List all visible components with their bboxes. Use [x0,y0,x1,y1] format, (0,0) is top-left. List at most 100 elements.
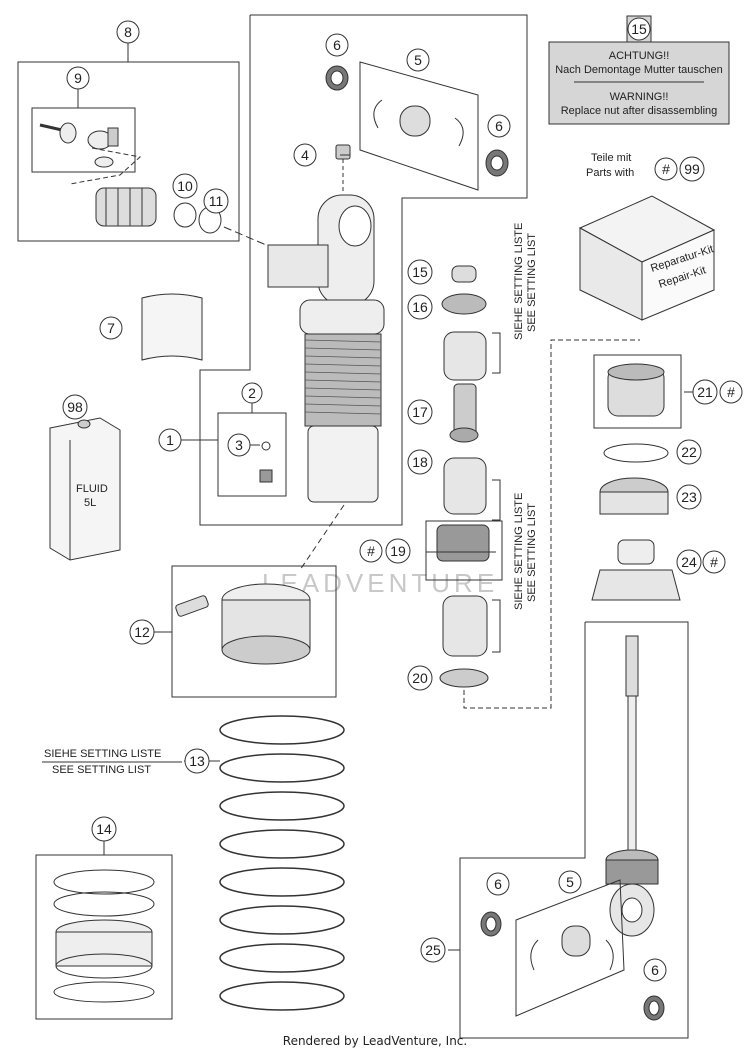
svg-text:19: 19 [390,543,406,559]
fluid-label-line2: 5L [84,497,96,509]
valve-stack [436,265,490,688]
callout-9: 9 [66,66,90,90]
parts-with-en: Parts with [586,167,634,179]
svg-text:18: 18 [412,454,428,470]
callout-hash-19: # [359,539,383,563]
svg-text:9: 9 [74,70,82,86]
spring-collar-nut [175,583,311,665]
svg-text:#: # [367,543,375,559]
notice-line4: Replace nut after disassembling [561,105,718,117]
svg-text:6: 6 [495,118,503,134]
callout-hash-24: # [702,550,726,574]
svg-text:21: 21 [697,384,713,400]
svg-text:12: 12 [134,624,150,640]
o-ring-10 [173,202,197,228]
callout-10: 10 [172,173,198,199]
callout-6-bottom-left: 6 [486,872,510,896]
setting-list-de-2: SIEHE SETTING LISTE [513,493,525,610]
svg-text:98: 98 [67,399,83,415]
footer-credit: Rendered by LeadVenture, Inc. [282,1034,468,1048]
svg-text:22: 22 [681,444,697,460]
callout-12: 12 [129,619,155,645]
callout-8: 8 [116,20,140,44]
svg-text:15: 15 [631,21,647,37]
callout-14: 14 [91,816,117,842]
svg-text:13: 13 [189,753,205,769]
callout-24: 24 [676,549,702,575]
svg-text:17: 17 [412,404,428,420]
setting-list-en-2: SEE SETTING LIST [526,503,538,602]
svg-text:20: 20 [412,670,428,686]
callout-hash-99: # [654,157,678,181]
shock-absorber-body [267,194,385,571]
group-box-19 [425,520,503,581]
callout-5: 5 [406,48,430,72]
svg-text:8: 8 [124,24,132,40]
svg-text:#: # [727,384,735,400]
callout-2: 2 [241,382,263,404]
svg-text:14: 14 [96,821,112,837]
svg-text:16: 16 [412,299,428,315]
svg-text:24: 24 [681,554,697,570]
svg-text:2: 2 [248,385,256,401]
valve-cap [335,144,351,192]
callout-17: 17 [407,399,433,425]
callout-4: 4 [293,143,317,167]
spring-preload-set [53,869,155,1003]
group-box-9 [31,107,136,173]
callout-23: 23 [676,484,702,510]
notice-line1: ACHTUNG!! [609,50,670,62]
group-box-25 [459,621,689,1039]
callout-hash-21: # [719,380,743,404]
notice-line3: WARNING!! [610,91,669,103]
callout-3: 3 [227,433,251,457]
svg-text:99: 99 [684,161,700,177]
coil-spring [219,715,345,1011]
svg-text:3: 3 [235,437,243,453]
piston-rod-parts [591,363,681,601]
svg-text:5: 5 [414,52,422,68]
setting-list-de-1: SIEHE SETTING LISTE [513,223,525,340]
svg-text:6: 6 [651,962,659,978]
piston-rod [605,635,659,937]
adjuster-knob-part [39,122,119,168]
callout-22: 22 [676,439,702,465]
svg-text:6: 6 [494,876,502,892]
callout-25: 25 [420,937,446,963]
svg-text:4: 4 [301,147,309,163]
callout-11: 11 [203,188,229,214]
callout-19: 19 [385,538,411,564]
shock-group-frame [199,14,528,526]
svg-text:7: 7 [107,320,115,336]
callout-1: 1 [158,428,182,452]
svg-text:6: 6 [333,37,341,53]
compression-adjuster-body [95,187,157,227]
callout-7: 7 [99,316,123,340]
repair-kit-box [578,195,716,321]
svg-text:10: 10 [177,178,193,194]
callout-15-notice: 15 [627,17,651,41]
callout-98: 98 [62,394,88,420]
parts-with-de: Teile mit [591,152,631,164]
callout-5-bottom: 5 [558,870,582,894]
bushing-kit-box [359,61,479,191]
callout-15: 15 [407,259,433,285]
svg-text:25: 25 [425,942,441,958]
svg-text:#: # [710,554,718,570]
heat-shield [141,293,203,361]
svg-text:15: 15 [412,264,428,280]
callout-99: 99 [679,156,705,182]
svg-text:5: 5 [566,874,574,890]
callout-21: 21 [692,379,718,405]
svg-text:11: 11 [209,193,224,209]
notice-line2: Nach Demontage Mutter tauschen [555,64,723,76]
callout-16: 16 [407,294,433,320]
setting-list-en-13: SEE SETTING LIST [52,764,151,776]
svg-text:1: 1 [166,432,174,448]
setting-list-en-1: SEE SETTING LIST [526,233,538,332]
svg-text:#: # [662,161,670,177]
fluid-can [49,417,121,561]
callout-6-top-right: 6 [487,114,511,138]
group-box-2 [217,412,287,497]
